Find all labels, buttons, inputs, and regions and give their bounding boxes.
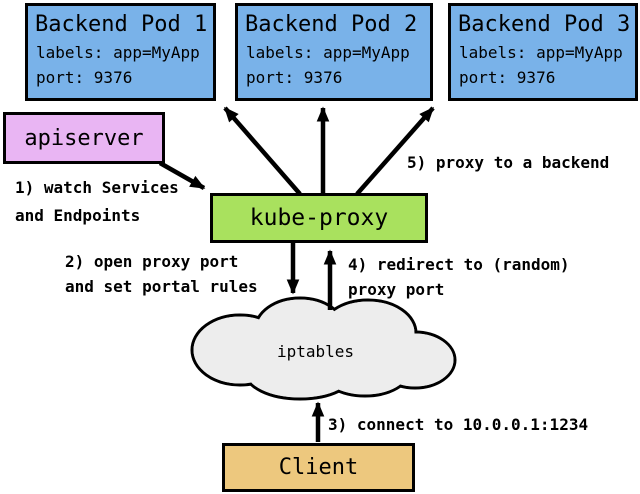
step3-connect-label: 3) connect to 10.0.0.1:1234 <box>328 415 589 434</box>
backend-pod-2-title: Backend Pod 2 <box>245 12 418 37</box>
backend-pod-2-port: port: 9376 <box>246 68 343 87</box>
client-label: Client <box>278 455 359 480</box>
step5-proxy-backend-label: 5) proxy to a backend <box>407 153 610 172</box>
backend-pod-3-labels: labels: app=MyApp <box>459 43 623 62</box>
arrow-kubeproxy-to-pod1 <box>223 106 302 196</box>
backend-pod-2-box: Backend Pod 2 labels: app=MyApp port: 93… <box>235 3 433 101</box>
apiserver-box: apiserver <box>3 112 165 164</box>
backend-pod-3-box: Backend Pod 3 labels: app=MyApp port: 93… <box>448 3 638 101</box>
backend-pod-1-box: Backend Pod 1 labels: app=MyApp port: 93… <box>25 3 216 101</box>
step1-watch-services-label: 1) watch Services and Endpoints <box>15 178 179 225</box>
step2-open-proxy-port-label: 2) open proxy port and set portal rules <box>65 252 258 296</box>
backend-pod-1-port: port: 9376 <box>36 68 133 87</box>
backend-pod-2-labels: labels: app=MyApp <box>246 43 410 62</box>
kube-proxy-label: kube-proxy <box>249 205 389 231</box>
client-box: Client <box>222 443 415 492</box>
kube-proxy-box: kube-proxy <box>210 193 428 243</box>
backend-pod-1-title: Backend Pod 1 <box>35 12 208 37</box>
backend-pod-3-title: Backend Pod 3 <box>458 12 631 37</box>
apiserver-label: apiserver <box>24 125 144 151</box>
backend-pod-3-port: port: 9376 <box>459 68 556 87</box>
iptables-label: iptables <box>277 342 355 361</box>
step4-redirect-label: 4) redirect to (random) proxy port <box>348 255 570 299</box>
backend-pod-1-labels: labels: app=MyApp <box>36 43 200 62</box>
